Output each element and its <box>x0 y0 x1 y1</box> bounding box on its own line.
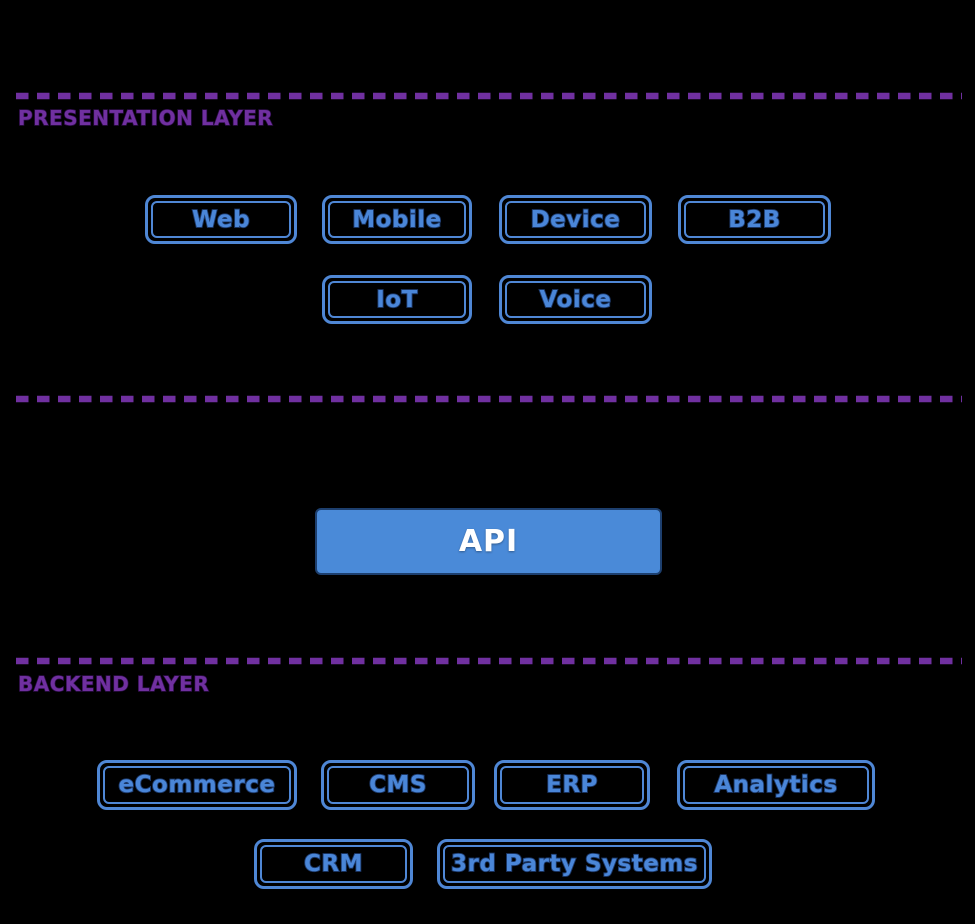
box-erp: ERP <box>494 760 650 810</box>
backend-layer-divider <box>16 657 962 665</box>
box-analytics-inner: Analytics <box>683 766 869 804</box>
box-device: Device <box>499 195 652 244</box>
box-device-label: Device <box>530 206 621 234</box>
box-b2b: B2B <box>678 195 831 244</box>
box-device-inner: Device <box>505 201 646 238</box>
box-mobile-label: Mobile <box>351 206 442 234</box>
box-3rd-party-systems: 3rd Party Systems <box>437 839 712 889</box>
box-ecommerce-label: eCommerce <box>118 771 276 799</box>
box-web: Web <box>145 195 297 244</box>
box-mobile: Mobile <box>322 195 472 244</box>
box-analytics: Analytics <box>677 760 875 810</box>
box-api-label: API <box>458 524 519 559</box>
box-3rd-party-systems-label: 3rd Party Systems <box>450 850 698 878</box>
box-iot: IoT <box>322 275 472 324</box>
box-voice: Voice <box>499 275 652 324</box>
box-voice-label: Voice <box>539 286 612 314</box>
box-api: API <box>315 508 662 575</box>
box-b2b-inner: B2B <box>684 201 825 238</box>
box-web-label: Web <box>191 206 251 234</box>
presentation-layer-divider <box>16 92 962 100</box>
box-erp-label: ERP <box>545 771 598 799</box>
box-voice-inner: Voice <box>505 281 646 318</box>
box-cms-inner: CMS <box>327 766 469 804</box>
box-web-inner: Web <box>151 201 291 238</box>
api-layer-divider <box>16 395 962 403</box>
box-mobile-inner: Mobile <box>328 201 466 238</box>
box-iot-label: IoT <box>375 286 418 314</box>
box-crm-inner: CRM <box>260 845 407 883</box>
box-crm: CRM <box>254 839 413 889</box>
backend-layer-label: BACKEND LAYER <box>17 671 210 696</box>
box-iot-inner: IoT <box>328 281 466 318</box>
box-crm-label: CRM <box>303 850 363 878</box>
box-cms-label: CMS <box>368 771 427 799</box>
box-b2b-label: B2B <box>727 206 781 234</box>
box-cms: CMS <box>321 760 475 810</box>
box-ecommerce: eCommerce <box>97 760 297 810</box>
box-3rd-party-systems-inner: 3rd Party Systems <box>443 845 706 883</box>
box-analytics-label: Analytics <box>713 771 838 799</box>
box-erp-inner: ERP <box>500 766 644 804</box>
presentation-layer-label: PRESENTATION LAYER <box>17 105 274 130</box>
box-ecommerce-inner: eCommerce <box>103 766 291 804</box>
